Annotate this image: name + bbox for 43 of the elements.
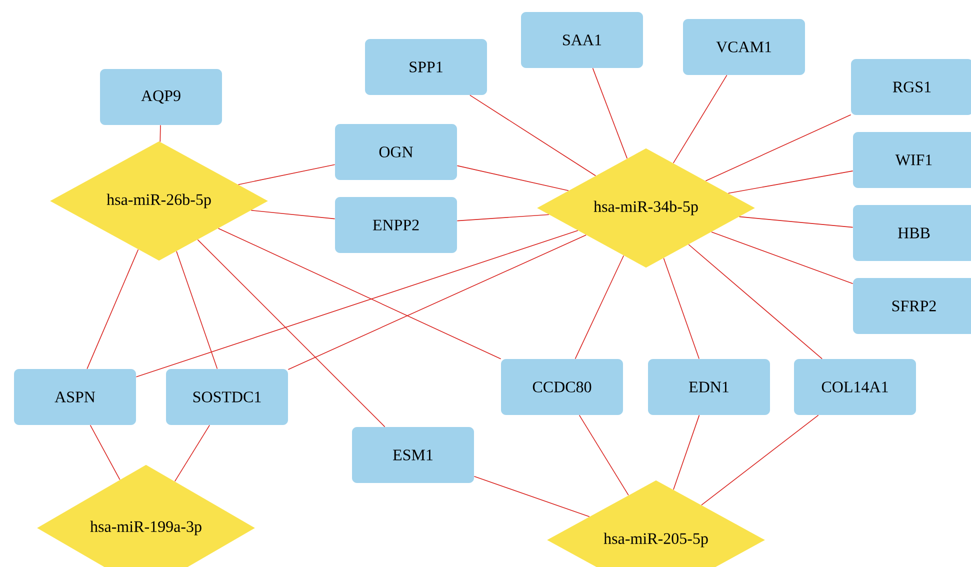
- gene-box: RGS1: [851, 59, 971, 115]
- gene-box: HBB: [853, 205, 971, 261]
- connector-line: [218, 228, 502, 360]
- connector-line: [672, 74, 728, 164]
- gene-box: SFRP2: [853, 278, 971, 334]
- connector-line: [474, 476, 590, 518]
- gene-box: SPP1: [365, 39, 487, 95]
- gene-box: COL14A1: [794, 359, 916, 415]
- gene-box: EDN1: [648, 359, 770, 415]
- connector-line: [456, 214, 550, 222]
- gene-box: ESM1: [352, 427, 474, 483]
- gene-box: VCAM1: [683, 19, 805, 75]
- connector-line: [456, 165, 569, 192]
- connector-line: [673, 414, 700, 490]
- connector-line: [250, 210, 336, 220]
- gene-box: CCDC80: [501, 359, 623, 415]
- connector-line: [176, 250, 218, 370]
- connector-line: [160, 124, 161, 142]
- gene-box: SOSTDC1: [166, 369, 288, 425]
- gene-box: WIF1: [853, 132, 971, 188]
- connector-line: [705, 114, 852, 182]
- gene-box: ENPP2: [335, 197, 457, 253]
- connector-line: [238, 164, 336, 185]
- connector-line: [90, 424, 120, 480]
- connector-line: [86, 249, 139, 370]
- gene-box: AQP9: [100, 69, 222, 125]
- connector-line: [738, 216, 854, 228]
- connector-line: [288, 234, 586, 370]
- connector-line: [136, 230, 578, 378]
- connector-line: [470, 94, 596, 176]
- gene-box: OGN: [335, 124, 457, 180]
- connector-line: [688, 244, 822, 360]
- gene-box: ASPN: [14, 369, 136, 425]
- connector-line: [578, 414, 629, 496]
- connector-line: [574, 255, 624, 360]
- connector-line: [663, 258, 700, 360]
- connector-line: [174, 424, 210, 482]
- connector-line: [701, 414, 819, 506]
- connector-line: [592, 68, 628, 159]
- gene-box: SAA1: [521, 12, 643, 68]
- connector-line: [728, 170, 854, 194]
- connector-line: [711, 232, 854, 284]
- connector-line: [197, 239, 386, 428]
